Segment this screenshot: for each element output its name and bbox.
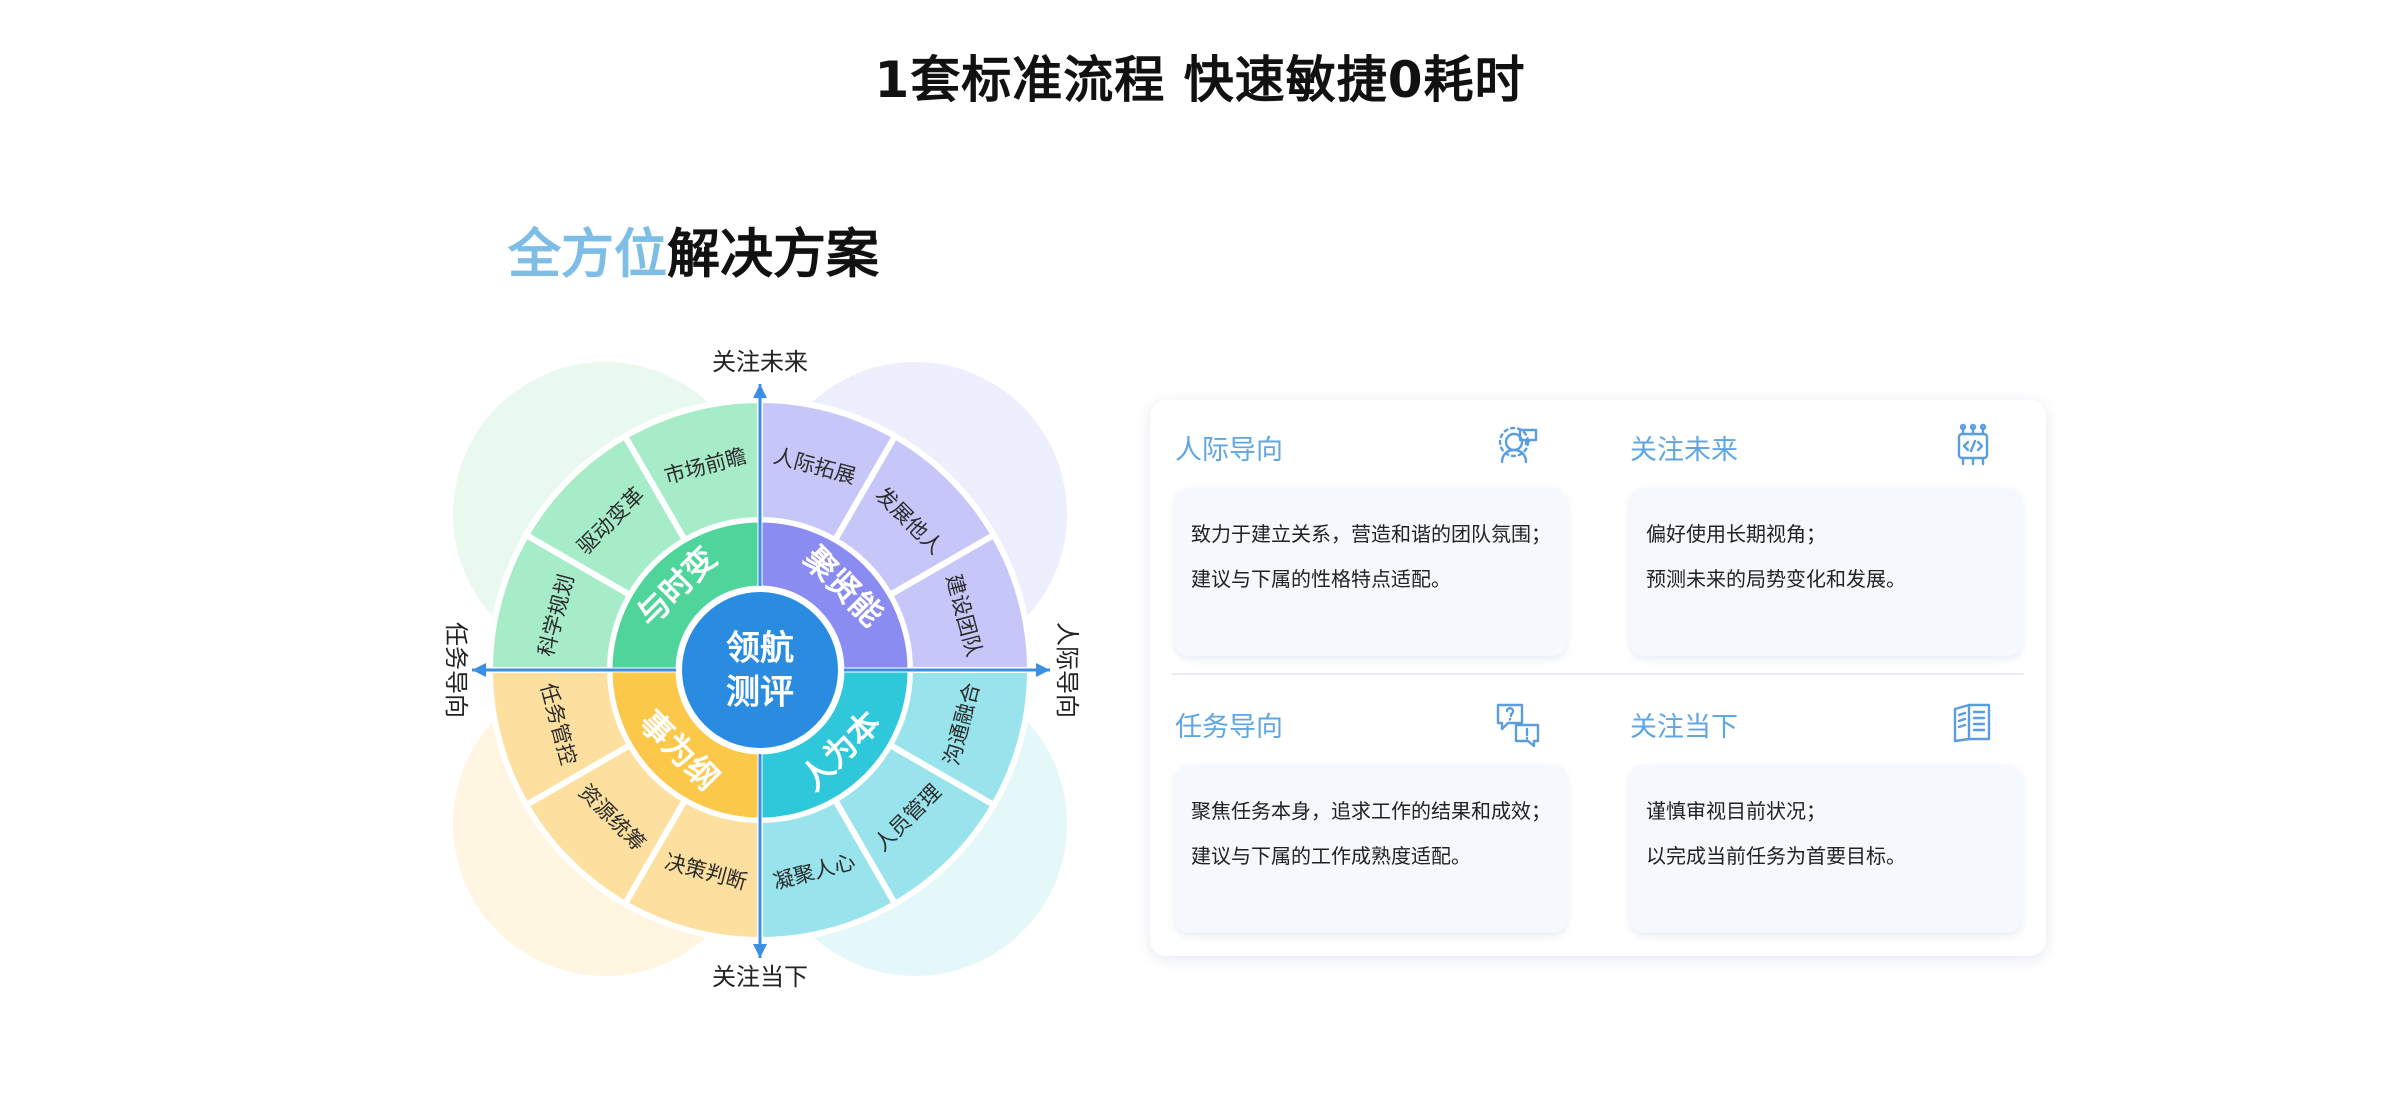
axis-left-head bbox=[472, 663, 486, 677]
axis-label-bottom: 关注当下 bbox=[712, 963, 808, 991]
description-line: 谨慎审视目前状况； bbox=[1646, 799, 1826, 823]
axis-label-right: 人际导向 bbox=[1053, 622, 1081, 718]
people-chat-icon bbox=[1494, 422, 1542, 470]
section-title-accent: 全方位 bbox=[508, 224, 667, 285]
description-card: 聚焦任务本身，追求工作的结果和成效； 建议与下属的工作成熟度适配。 bbox=[1175, 765, 1567, 933]
description-line: 偏好使用长期视角； bbox=[1646, 522, 1826, 546]
center-disc bbox=[682, 592, 838, 748]
panel-divider bbox=[1172, 673, 2024, 675]
book-icon bbox=[1949, 699, 1997, 747]
quadrant-title: 任务导向 bbox=[1175, 712, 1283, 743]
axis-right-head bbox=[1036, 663, 1050, 677]
description-card: 致力于建立关系，营造和谐的团队氛围； 建议与下属的性格特点适配。 bbox=[1175, 488, 1567, 656]
center-label: 测评 bbox=[726, 673, 794, 713]
description-card: 谨慎审视目前状况； 以完成当前任务为首要目标。 bbox=[1630, 765, 2022, 933]
description-line: 建议与下属的工作成熟度适配。 bbox=[1191, 844, 1471, 868]
description-line: 致力于建立关系，营造和谐的团队氛围； bbox=[1191, 522, 1551, 546]
page-title: 1套标准流程 快速敏捷0耗时 bbox=[874, 51, 1526, 109]
description-card: 偏好使用长期视角； 预测未来的局势变化和发展。 bbox=[1630, 488, 2022, 656]
axis-top-head bbox=[753, 384, 767, 398]
question-chat-icon bbox=[1494, 699, 1542, 748]
quadrant-title: 人际导向 bbox=[1175, 435, 1283, 466]
axis-label-top: 关注未来 bbox=[712, 348, 808, 376]
description-line: 聚焦任务本身，追求工作的结果和成效； bbox=[1191, 799, 1551, 823]
quadrant-title: 关注未来 bbox=[1630, 435, 1738, 466]
center-label: 领航 bbox=[726, 629, 794, 669]
axis-bottom-head bbox=[753, 944, 767, 958]
description-line: 建议与下属的性格特点适配。 bbox=[1191, 567, 1451, 591]
code-device-icon bbox=[1949, 422, 1997, 470]
description-line: 预测未来的局势变化和发展。 bbox=[1646, 567, 1906, 591]
description-line: 以完成当前任务为首要目标。 bbox=[1646, 844, 1906, 868]
section-title-rest: 解决方案 bbox=[667, 224, 879, 285]
orientation-panel: 人际导向 致力于建立关系，营造和谐的团队氛围； 建议与下属的性格特点适配。 关注… bbox=[1150, 400, 2046, 956]
axis-label-left: 任务导向 bbox=[442, 622, 470, 718]
quadrant-title: 关注当下 bbox=[1630, 712, 1738, 743]
section-title: 全方位解决方案 bbox=[508, 212, 879, 288]
